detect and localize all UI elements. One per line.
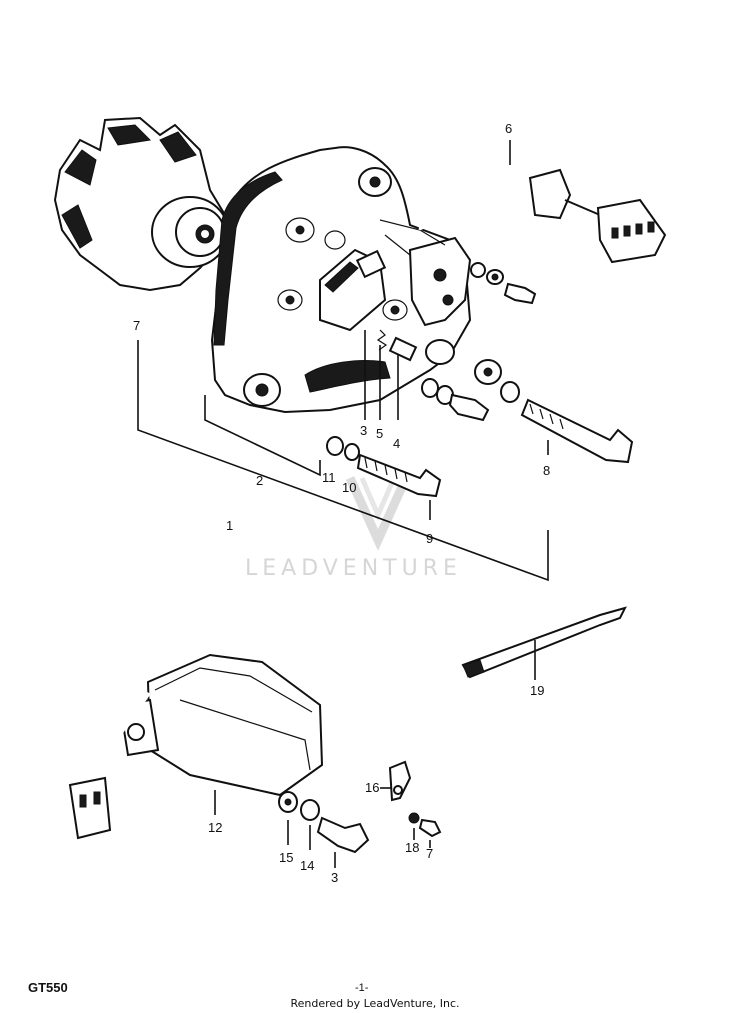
band-strap-part-19 <box>461 606 627 680</box>
stator-assembly-part-2 <box>210 146 472 414</box>
callout-10-washer: 10 <box>342 480 356 495</box>
leadventure-logo-watermark: LEADVENTURE <box>245 476 462 581</box>
callout-8-bolt: 8 <box>543 463 550 478</box>
callout-5-spring: 5 <box>376 426 383 441</box>
callout-12-regulator: 12 <box>208 820 222 835</box>
brush-spring-parts-3-5-4 <box>376 329 418 362</box>
callout-7-rotor: 7 <box>133 318 140 333</box>
callout-6-lead-wire: 6 <box>505 121 512 136</box>
callout-19-band: 19 <box>530 683 544 698</box>
rendered-by-footer: Rendered by LeadVenture, Inc. <box>290 997 460 1010</box>
page-number: -1- <box>355 982 369 994</box>
callout-2-stator: 2 <box>256 473 263 488</box>
rotor-part-7 <box>53 116 229 292</box>
bolt-and-washers-parts-9-10-11 <box>326 359 520 498</box>
callout-7-screw: 7 <box>426 846 433 861</box>
callout-14-washer: 14 <box>300 858 314 873</box>
long-bolt-part-8 <box>520 398 634 464</box>
regulator-part-12 <box>68 653 324 840</box>
callout-3-bolt: 3 <box>331 870 338 885</box>
callout-15-washer: 15 <box>279 850 293 865</box>
terminal-screw-hardware <box>470 262 537 305</box>
callout-labels: 7 6 3 5 4 2 11 10 8 1 9 19 12 16 15 14 3… <box>133 121 550 885</box>
callout-4-brush: 4 <box>393 436 400 451</box>
watermark-text: LEADVENTURE <box>245 556 462 581</box>
callout-11-washer: 11 <box>322 470 336 485</box>
leader-lines-top <box>137 140 549 582</box>
callout-1-generator: 1 <box>226 518 233 533</box>
lead-wire-part-6 <box>418 168 667 264</box>
callout-3-brush: 3 <box>360 423 367 438</box>
callout-16-clamp: 16 <box>365 780 379 795</box>
model-label: GT550 <box>28 980 68 995</box>
callout-9-bolt: 9 <box>426 531 433 546</box>
callout-18-washer: 18 <box>405 840 419 855</box>
lower-hardware-parts <box>278 760 442 868</box>
